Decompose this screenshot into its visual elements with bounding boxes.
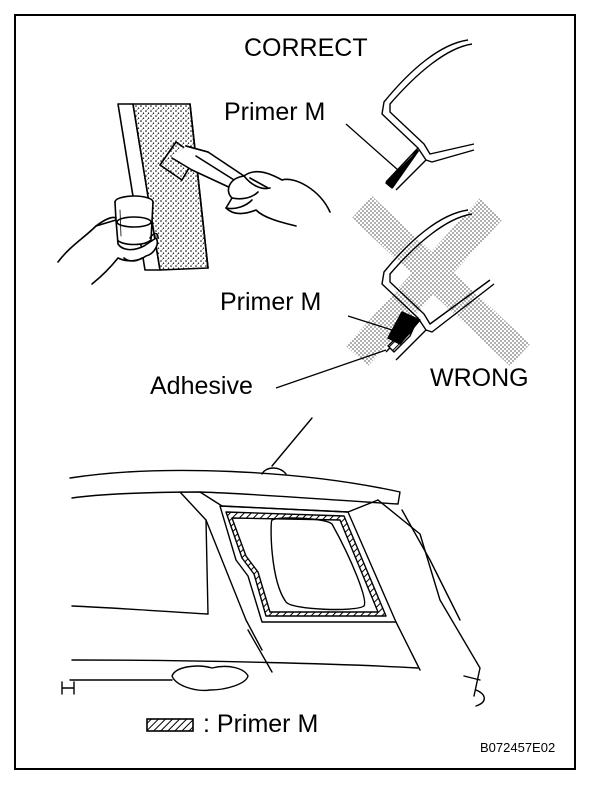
correct-section-detail bbox=[345, 39, 475, 191]
hand-icon bbox=[57, 216, 159, 285]
diagram-frame bbox=[14, 14, 576, 770]
correct-label: CORRECT bbox=[244, 34, 368, 62]
primer-application-illustration bbox=[57, 103, 331, 285]
primer-jar-icon bbox=[114, 195, 154, 246]
hatch-swatch-icon bbox=[146, 718, 194, 732]
vehicle-illustration bbox=[61, 417, 485, 707]
adhesive-label: Adhesive bbox=[150, 372, 253, 400]
wrong-section-detail bbox=[275, 196, 530, 389]
cross-mark-icon bbox=[346, 196, 530, 366]
legend-label: : Primer M bbox=[203, 710, 319, 738]
figure-code: B072457E02 bbox=[480, 740, 556, 755]
primer-m-label-wrong: Primer M bbox=[220, 288, 322, 316]
primer-m-label-correct: Primer M bbox=[224, 98, 326, 126]
wrong-label: WRONG bbox=[430, 364, 529, 392]
hand-icon bbox=[225, 170, 331, 227]
